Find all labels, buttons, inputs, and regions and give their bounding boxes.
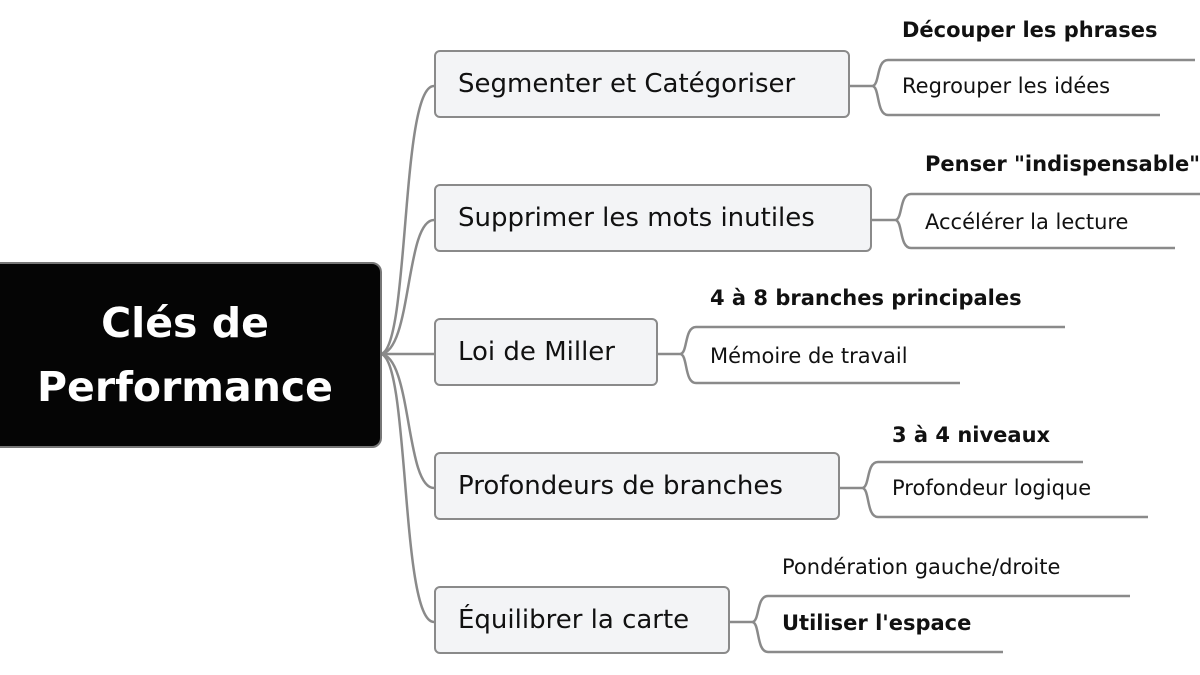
branch-equilibrer[interactable]: Équilibrer la carte xyxy=(434,586,730,654)
bracket-2 xyxy=(872,192,1200,250)
leaf-ponderation[interactable]: Pondération gauche/droite xyxy=(782,555,1061,579)
leaf-regrouper[interactable]: Regrouper les idées xyxy=(902,74,1111,98)
leaf-decouper[interactable]: Découper les phrases xyxy=(902,18,1158,42)
connector-central-5 xyxy=(379,352,435,624)
central-line-2: Performance xyxy=(37,363,333,411)
central-topic[interactable]: Clés de Performance xyxy=(0,262,382,448)
bracket-4 xyxy=(840,460,1148,519)
leaf-4-a-8[interactable]: 4 à 8 branches principales xyxy=(710,286,1022,310)
connector-central-2 xyxy=(379,218,435,356)
leaf-utiliser[interactable]: Utiliser l'espace xyxy=(782,611,972,635)
branch-miller[interactable]: Loi de Miller xyxy=(434,318,658,386)
bracket-5 xyxy=(730,594,1130,654)
bracket-3 xyxy=(658,325,1065,385)
connector-central-4 xyxy=(379,352,435,490)
leaf-memoire[interactable]: Mémoire de travail xyxy=(710,344,908,368)
leaf-accelerer[interactable]: Accélérer la lecture xyxy=(925,210,1129,234)
bracket-1 xyxy=(850,58,1195,117)
branch-supprimer[interactable]: Supprimer les mots inutiles xyxy=(434,184,872,252)
branch-segmenter[interactable]: Segmenter et Catégoriser xyxy=(434,50,850,118)
branch-profondeurs[interactable]: Profondeurs de branches xyxy=(434,452,840,520)
leaf-penser[interactable]: Penser "indispensable" xyxy=(925,152,1200,176)
leaf-profondeur-logique[interactable]: Profondeur logique xyxy=(892,476,1092,500)
leaf-3-a-4[interactable]: 3 à 4 niveaux xyxy=(892,423,1051,447)
central-line-1: Clés de xyxy=(101,299,269,347)
connector-central-1 xyxy=(379,84,435,356)
